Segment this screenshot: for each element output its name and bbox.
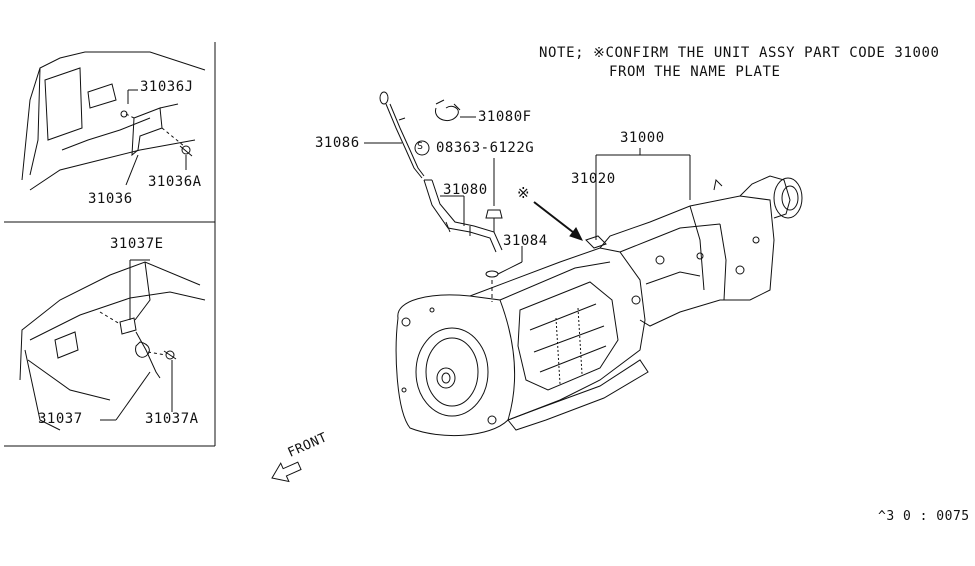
part-label-31036[interactable]: 31036: [88, 191, 133, 207]
part-label-31080[interactable]: 31080: [443, 182, 488, 198]
part-label-31084[interactable]: 31084: [503, 233, 548, 249]
inset-31037-drawing: [19, 259, 206, 431]
note-line-1: NOTE; ※CONFIRM THE UNIT ASSY PART CODE 3…: [539, 45, 940, 61]
part-label-31037A[interactable]: 31037A: [145, 411, 199, 427]
part-label-31086[interactable]: 31086: [315, 135, 360, 151]
part-label-31037E[interactable]: 31037E: [110, 236, 164, 252]
bolt-drawing: [414, 140, 503, 232]
name-plate-arrow: [533, 201, 583, 241]
assembly-leaders: [595, 148, 691, 240]
part-label-08363-6122G[interactable]: 08363-6122G: [436, 140, 535, 156]
note-line-2: FROM THE NAME PLATE: [609, 64, 781, 80]
filler-tube-drawing: [423, 179, 503, 253]
o-ring-drawing: [485, 246, 523, 302]
screw-symbol-icon: S: [417, 141, 424, 152]
dipstick-drawing: [364, 91, 425, 179]
part-label-31020[interactable]: 31020: [571, 171, 616, 187]
transmission-drawing: [395, 175, 803, 436]
inset-frames: [4, 42, 216, 447]
diagram-code: ^3 0 : 0075: [878, 509, 970, 524]
part-label-31000[interactable]: 31000: [620, 130, 665, 146]
part-label-31037[interactable]: 31037: [38, 411, 83, 427]
front-arrow-icon: [271, 461, 302, 483]
inset-31036-drawing: [21, 51, 206, 191]
asterisk-mark: ※: [517, 184, 531, 202]
part-label-31036J[interactable]: 31036J: [140, 79, 194, 95]
part-label-31080F[interactable]: 31080F: [478, 109, 532, 125]
part-label-31036A[interactable]: 31036A: [148, 174, 202, 190]
clamp-drawing: [435, 99, 476, 122]
